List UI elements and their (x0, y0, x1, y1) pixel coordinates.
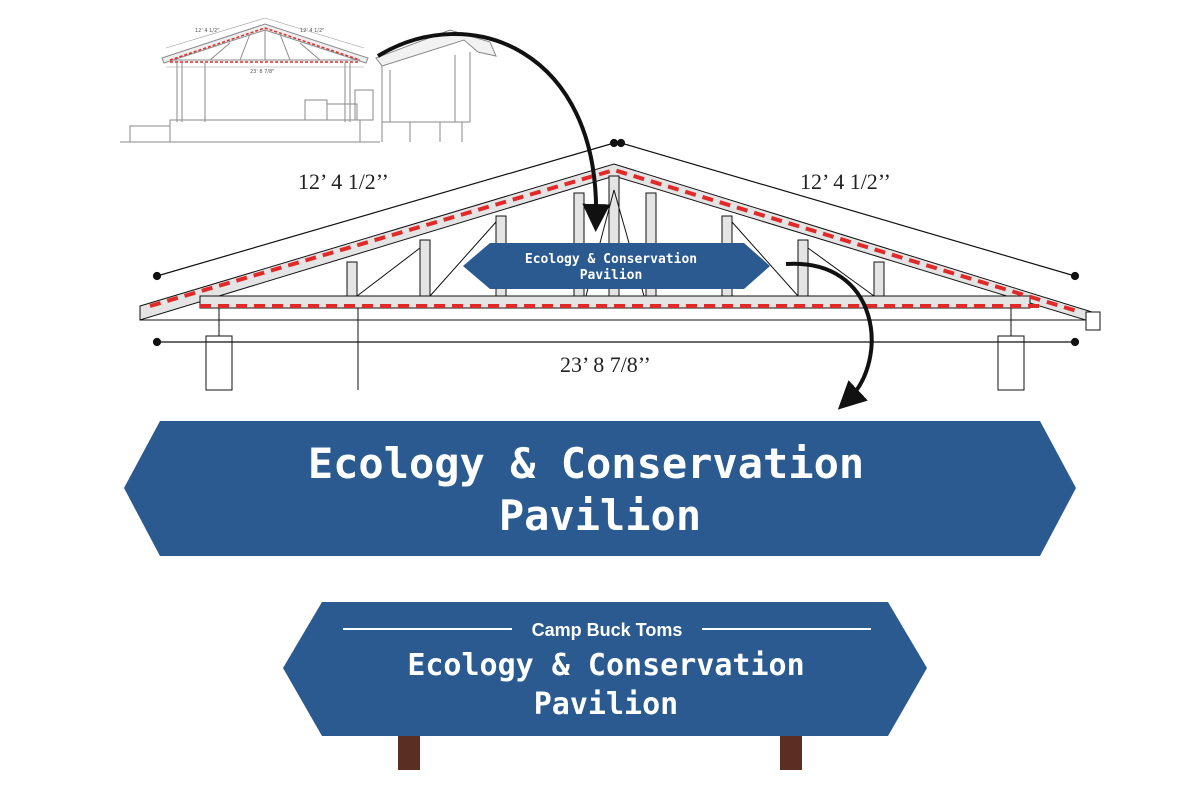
large-sign-line2: Pavilion (499, 491, 701, 540)
dim-left-rafter: 12’ 4 1/2’’ (298, 169, 389, 194)
curved-arrow-icon (376, 32, 611, 232)
final-sign-camp-name: Camp Buck Toms (532, 620, 683, 640)
thumbnail-dim-right: 12' 4 1/2" (300, 28, 324, 34)
final-sign-shape (283, 602, 927, 736)
sign-post-right (780, 736, 802, 770)
large-sign-shape (124, 421, 1076, 556)
dashed-sign-outline (149, 167, 1081, 314)
dim-right-rafter: 12’ 4 1/2’’ (800, 169, 891, 194)
sign-post-left (398, 736, 420, 770)
final-sign-line1: Ecology & Conservation (407, 648, 804, 683)
dim-span: 23’ 8 7/8’’ (560, 352, 651, 377)
truss-post-right (997, 335, 1025, 391)
dimension-lines (152, 138, 1080, 347)
final-sign-line2: Pavilion (534, 687, 679, 722)
thumbnail-dashed-outline (169, 27, 361, 61)
thumbnail-elevation (120, 17, 497, 143)
truss-sign-shape (463, 243, 770, 289)
thumbnail-dim-left: 12' 4 1/2" (195, 28, 219, 34)
large-sign-line1: Ecology & Conservation (308, 439, 864, 488)
truss-sign-line1: Ecology & Conservation (525, 252, 697, 267)
truss-sign-line2: Pavilion (580, 268, 643, 283)
thumbnail-dim-span: 23' 8 7/8" (250, 69, 274, 75)
curved-arrow-icon (785, 261, 874, 410)
thumbnail-roof (161, 23, 369, 64)
truss-post-left (205, 335, 233, 391)
